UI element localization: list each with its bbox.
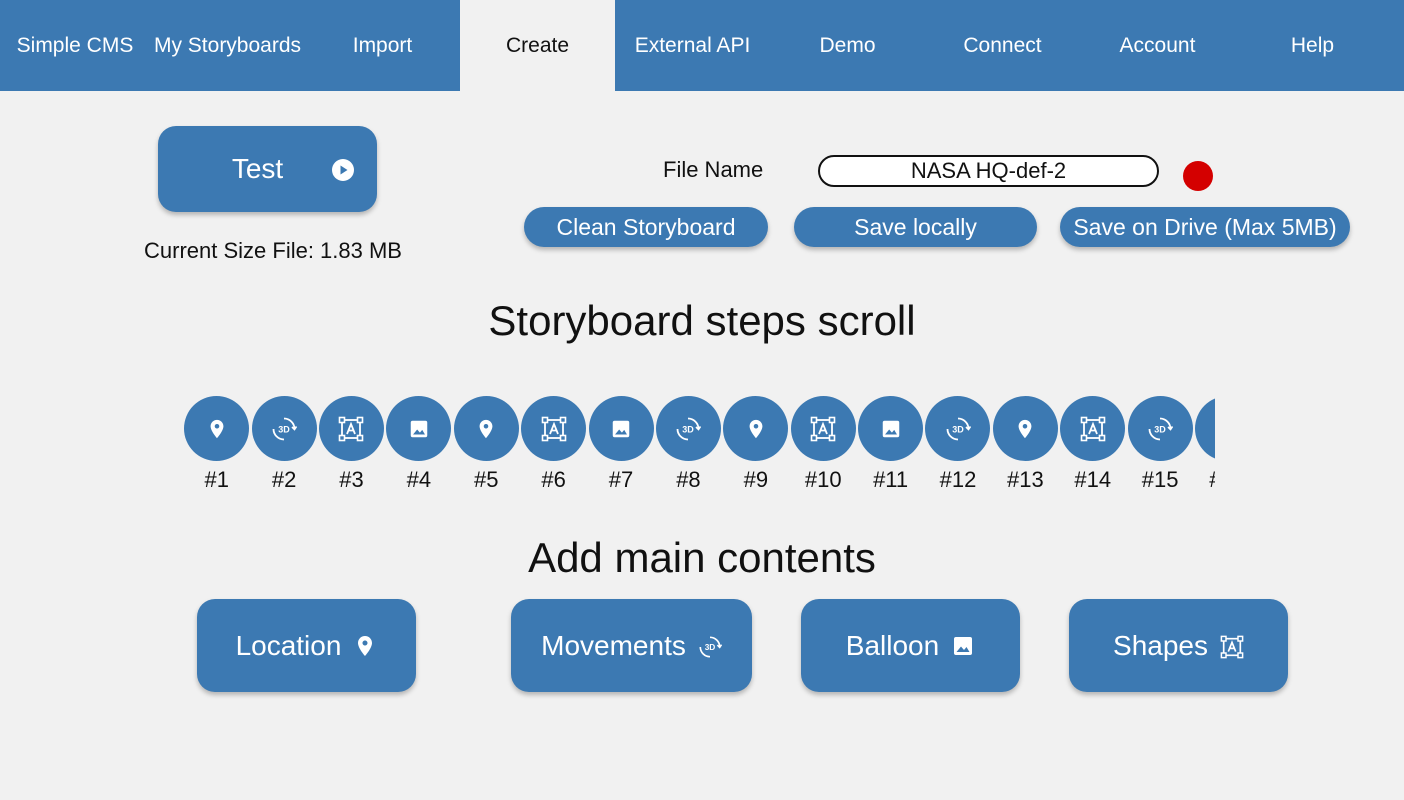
add-shapes-button[interactable]: Shapes <box>1069 599 1288 692</box>
storyboard-step[interactable]: #4 <box>385 396 452 496</box>
top-navigation: Simple CMS My Storyboards Import Create … <box>0 0 1404 91</box>
storyboard-step[interactable]: #7 <box>587 396 654 496</box>
3d-rotation-icon: 3D <box>698 634 722 658</box>
step-number: #14 <box>1074 467 1112 492</box>
step-number: #15 <box>1141 467 1179 492</box>
clean-storyboard-button[interactable]: Clean Storyboard <box>524 207 768 247</box>
test-button-label: Test <box>231 153 284 184</box>
storyboard-step[interactable]: #14 <box>1059 396 1126 496</box>
step-image-icon[interactable] <box>858 396 924 461</box>
step-location-icon[interactable] <box>723 396 789 461</box>
storyboard-step[interactable]: #1 <box>183 396 250 496</box>
storyboard-step[interactable]: #11 <box>857 396 924 496</box>
tab-create[interactable]: Create <box>460 0 615 91</box>
storyboard-step[interactable]: #6 <box>520 396 587 496</box>
svg-text:3D: 3D <box>1154 424 1166 434</box>
add-location-button[interactable]: Location <box>197 599 416 692</box>
storyboard-step[interactable]: 3D #2 <box>250 396 317 496</box>
clean-storyboard-label: Clean Storyboard <box>556 213 736 240</box>
step-number: #9 <box>743 467 769 492</box>
steps-heading: Storyboard steps scroll <box>488 297 916 344</box>
step-number: #8 <box>676 467 701 492</box>
svg-text:3D: 3D <box>278 424 290 434</box>
step-number: #7 <box>608 467 634 492</box>
step-shapes-icon[interactable] <box>1060 396 1126 461</box>
step-number: #16 <box>1209 467 1215 493</box>
tab-help[interactable]: Help <box>1290 33 1335 57</box>
step-number: #13 <box>1007 467 1044 492</box>
step-number: #12 <box>939 467 977 492</box>
movements-button-label: Movements <box>541 629 686 661</box>
storyboard-steps-scroll[interactable]: #1 3D #2 #3 #4 #5 #6 #7 3D #8 #9 #10 #11 3D #12 #13 #14 3… <box>183 396 1215 496</box>
step-number: #5 <box>474 467 499 492</box>
tab-simple-cms[interactable]: Simple CMS <box>16 33 134 57</box>
save-on-drive-label: Save on Drive (Max 5MB) <box>1073 213 1337 240</box>
step-location-icon[interactable] <box>453 396 519 461</box>
image-icon <box>951 634 975 658</box>
storyboard-step[interactable]: #13 <box>992 396 1059 496</box>
step-location-icon[interactable] <box>1195 396 1215 461</box>
status-indicator <box>1183 161 1213 191</box>
svg-text:3D: 3D <box>705 642 716 652</box>
step-shapes-icon[interactable] <box>521 396 587 461</box>
step-3d-rotation-icon[interactable]: 3D <box>925 396 991 461</box>
step-image-icon[interactable] <box>588 396 654 461</box>
save-on-drive-button[interactable]: Save on Drive (Max 5MB) <box>1060 207 1350 247</box>
step-3d-rotation-icon[interactable]: 3D <box>655 396 721 461</box>
tab-connect[interactable]: Connect <box>963 33 1042 57</box>
step-shapes-icon[interactable] <box>790 396 856 461</box>
step-number: #6 <box>541 467 566 492</box>
storyboard-step[interactable]: #3 <box>318 396 385 496</box>
storyboard-step[interactable]: #5 <box>453 396 520 496</box>
tab-demo[interactable]: Demo <box>819 33 876 57</box>
tab-my-storyboards[interactable]: My Storyboards <box>153 33 302 57</box>
storyboard-step[interactable]: 3D #12 <box>924 396 991 496</box>
contents-heading: Add main contents <box>528 534 876 581</box>
balloon-button-label: Balloon <box>845 629 940 661</box>
tab-external-api[interactable]: External API <box>634 33 751 57</box>
location-icon <box>353 634 377 658</box>
step-3d-rotation-icon[interactable]: 3D <box>251 396 317 461</box>
step-location-icon[interactable] <box>992 396 1058 461</box>
current-size-file: Current Size File: 1.83 MB <box>144 238 402 263</box>
step-image-icon[interactable] <box>386 396 452 461</box>
storyboard-step[interactable]: #9 <box>722 396 789 496</box>
shapes-button-label: Shapes <box>1113 629 1208 661</box>
add-balloon-button[interactable]: Balloon <box>801 599 1020 692</box>
step-shapes-icon[interactable] <box>318 396 384 461</box>
file-name-label: File Name <box>663 157 764 182</box>
file-name-input[interactable] <box>818 155 1159 187</box>
location-button-label: Location <box>235 629 342 661</box>
step-number: #10 <box>804 467 842 492</box>
tab-import[interactable]: Import <box>352 33 413 57</box>
step-number: #11 <box>873 467 909 492</box>
test-button[interactable]: Test <box>158 126 377 212</box>
step-number: #1 <box>204 467 229 492</box>
save-locally-label: Save locally <box>854 213 977 240</box>
step-number: #4 <box>406 467 432 492</box>
storyboard-step[interactable]: 3D #8 <box>655 396 722 496</box>
svg-text:3D: 3D <box>683 424 695 434</box>
step-3d-rotation-icon[interactable]: 3D <box>1127 396 1193 461</box>
svg-text:3D: 3D <box>952 424 964 434</box>
storyboard-step[interactable]: #10 <box>790 396 857 496</box>
step-number: #2 <box>271 467 297 492</box>
storyboard-step[interactable]: #16 <box>1194 396 1215 496</box>
add-movements-button[interactable]: Movements 3D <box>511 599 752 692</box>
save-locally-button[interactable]: Save locally <box>794 207 1037 247</box>
step-number: #3 <box>339 467 364 492</box>
step-location-icon[interactable] <box>184 396 250 461</box>
shapes-icon <box>1220 634 1244 658</box>
play-circle-icon <box>331 157 355 181</box>
tab-account[interactable]: Account <box>1119 33 1196 57</box>
storyboard-step[interactable]: 3D #15 <box>1126 396 1193 496</box>
